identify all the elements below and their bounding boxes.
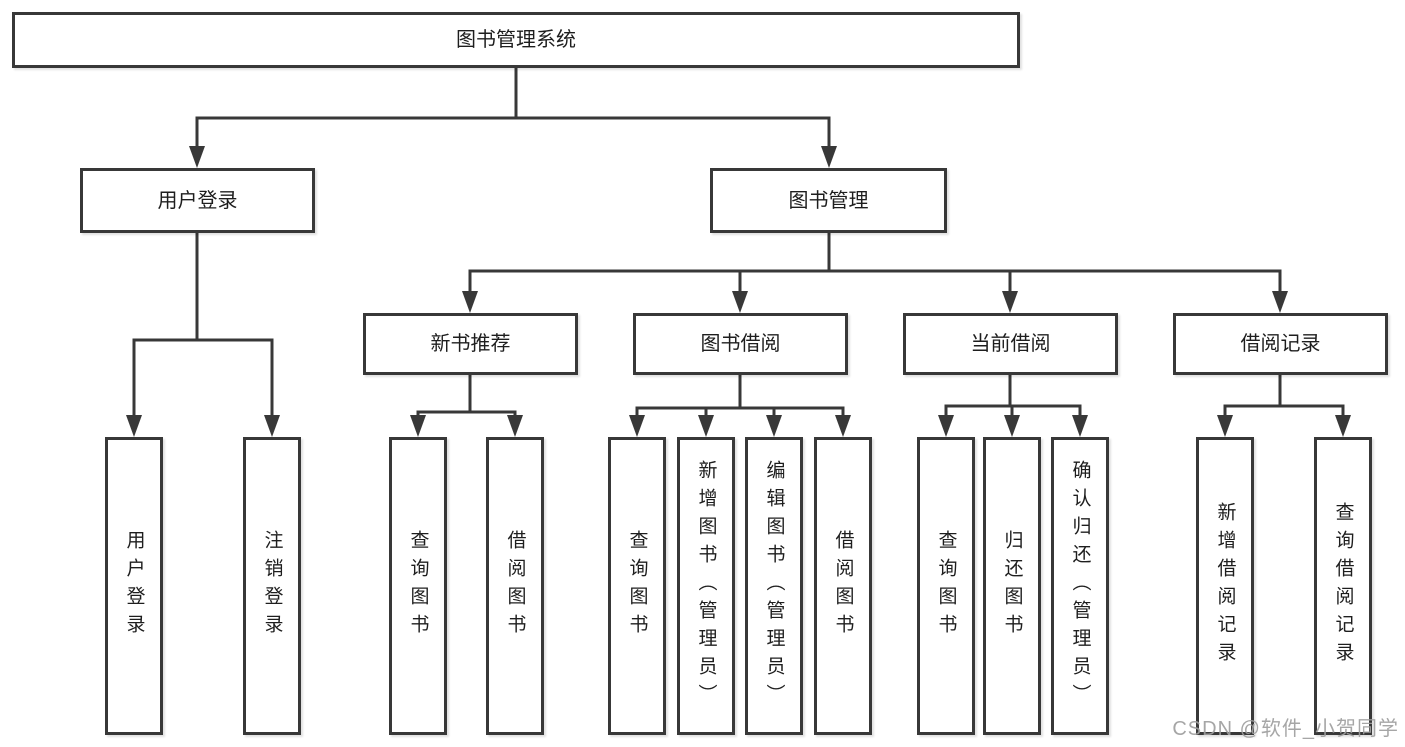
leaf-confirm-return-admin: 确认归还（管理员） [1051, 437, 1109, 735]
arrowhead [1217, 415, 1233, 437]
arrowhead [264, 415, 280, 437]
edge-root-to-level2 [189, 66, 837, 168]
leaf-edit-book-admin: 编辑图书（管理员） [745, 437, 803, 735]
leaf-borrow-books: 借阅图书 [486, 437, 544, 735]
arrowhead [835, 415, 851, 437]
csdn-watermark: CSDN @软件_小贺同学 [1172, 718, 1399, 740]
arrowhead [698, 415, 714, 437]
leaf-add-book-admin: 新增图书（管理员） [677, 437, 735, 735]
node-new-book-recommend: 新书推荐 [363, 313, 578, 375]
arrowhead [189, 146, 205, 168]
edge-borrow-records-children [1217, 373, 1351, 437]
arrowhead [1002, 291, 1018, 313]
arrowhead [410, 415, 426, 437]
leaf-query-borrow-record: 查询借阅记录 [1314, 437, 1372, 735]
arrowhead [126, 415, 142, 437]
node-book-management: 图书管理 [710, 168, 947, 233]
arrowhead [732, 291, 748, 313]
leaf-borrow-books: 借阅图书 [814, 437, 872, 735]
arrowhead [1004, 415, 1020, 437]
arrowhead [938, 415, 954, 437]
arrowhead [821, 146, 837, 168]
node-borrow-records: 借阅记录 [1173, 313, 1388, 375]
arrowhead [1272, 291, 1288, 313]
node-book-borrow: 图书借阅 [633, 313, 848, 375]
node-current-borrow: 当前借阅 [903, 313, 1118, 375]
arrowhead [766, 415, 782, 437]
leaf-query-books: 查询图书 [389, 437, 447, 735]
edge-new-book-recommend-children [410, 373, 523, 437]
leaf-return-book: 归还图书 [983, 437, 1041, 735]
node-user-login: 用户登录 [80, 168, 315, 233]
edge-current-borrow-children [938, 373, 1088, 437]
edge-book-borrow-children [629, 373, 851, 437]
arrowhead [1072, 415, 1088, 437]
edge-book-management-children [462, 231, 1288, 313]
arrowhead [462, 291, 478, 313]
arrowhead [507, 415, 523, 437]
leaf-user-login: 用户登录 [105, 437, 163, 735]
leaf-logout: 注销登录 [243, 437, 301, 735]
arrowhead [1335, 415, 1351, 437]
node-root: 图书管理系统 [12, 12, 1020, 68]
leaf-query-books: 查询图书 [608, 437, 666, 735]
leaf-add-borrow-record: 新增借阅记录 [1196, 437, 1254, 735]
arrowhead [629, 415, 645, 437]
edge-user-login-children [126, 231, 280, 437]
leaf-query-books: 查询图书 [917, 437, 975, 735]
